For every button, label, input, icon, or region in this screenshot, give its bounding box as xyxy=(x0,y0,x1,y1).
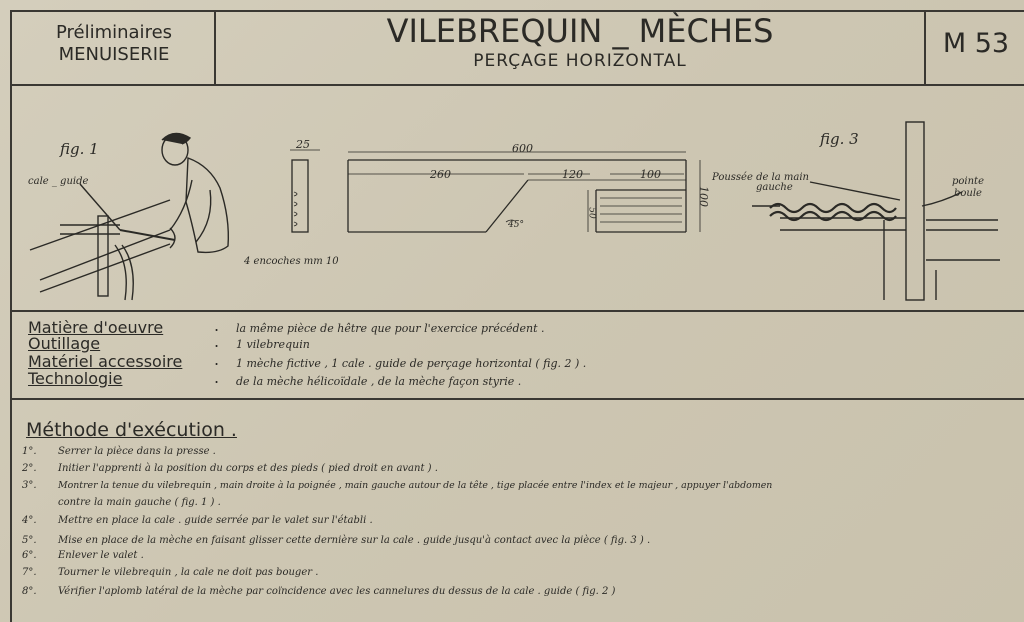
header-section-label: Préliminaires MENUISERIE xyxy=(14,22,214,66)
info-value-materiel: 1 mèche fictive , 1 cale . guide de perç… xyxy=(236,357,587,370)
info-dot: . xyxy=(214,368,220,387)
fig2-dim-45deg: 45° xyxy=(508,220,524,230)
fig3-callout-right-1: pointe xyxy=(952,176,984,187)
step-text: Vérifier l'aplomb latéral de la mèche pa… xyxy=(58,586,616,597)
step-number: 8°. xyxy=(22,586,37,597)
info-dot: . xyxy=(214,316,220,335)
fig3-drawing xyxy=(752,121,1000,301)
step-text: Initier l'apprenti à la position du corp… xyxy=(58,463,438,474)
fig2-dim-120: 120 xyxy=(562,168,583,181)
info-value-matiere: la même pièce de hêtre que pour l'exerci… xyxy=(236,322,545,335)
fig3-callout-left-1: Poussée de la main xyxy=(712,172,809,183)
figures-bottom-rule xyxy=(10,310,1024,312)
info-dot: . xyxy=(214,350,220,369)
step-text: Mise en place de la mèche en faisant gli… xyxy=(58,535,651,546)
left-border xyxy=(10,10,12,622)
fig3-callout-left-2: gauche xyxy=(756,182,793,193)
header-divider-left xyxy=(214,10,216,86)
info-label-outillage: Outillage xyxy=(28,334,101,353)
fig2-drawing xyxy=(290,149,701,233)
fig2-dim-50: 50 xyxy=(586,207,597,219)
step-text: Mettre en place la cale . guide serrée p… xyxy=(58,515,373,526)
step-number: 5°. xyxy=(22,535,37,546)
step-number: 1°. xyxy=(22,446,37,457)
fig1-drawing xyxy=(29,132,230,301)
fig2-dim-100-side: 100 xyxy=(697,186,710,207)
fig1-callout: cale _ guide xyxy=(28,176,89,187)
fig2-dim-25: 25 xyxy=(296,138,310,151)
fig2-dim-100-top: 100 xyxy=(640,168,661,181)
info-label-materiel: Matériel accessoire xyxy=(28,352,183,371)
sheet-code: M 53 xyxy=(942,28,1010,59)
header-divider-right xyxy=(924,10,926,86)
info-bottom-rule xyxy=(10,398,1024,400)
fig3-label: fig. 3 xyxy=(820,130,859,148)
step-number: 7°. xyxy=(22,567,37,578)
step-number: 4°. xyxy=(22,515,37,526)
header-left-line2: MENUISERIE xyxy=(58,44,170,65)
fig1-label: fig. 1 xyxy=(60,140,99,158)
header-bottom-rule xyxy=(10,84,1024,86)
info-label-matiere: Matière d'oeuvre xyxy=(28,318,164,337)
step-text: Montrer la tenue du vilebrequin , main d… xyxy=(58,480,773,491)
step-text: Enlever le valet . xyxy=(58,550,144,561)
info-label-technologie: Technologie xyxy=(28,369,123,388)
page-title: VILEBREQUIN _ MÈCHES xyxy=(386,12,774,50)
info-value-outillage: 1 vilebrequin xyxy=(236,338,310,351)
step-number: 6°. xyxy=(22,550,37,561)
fig2-dim-260: 260 xyxy=(430,168,451,181)
fig3-callout-right-2: boule xyxy=(954,188,982,199)
step-number: 3°. xyxy=(22,480,37,491)
top-border xyxy=(10,10,1024,12)
fig2-note: 4 encoches mm 10 xyxy=(244,256,339,267)
step-number: 2°. xyxy=(22,463,37,474)
step-text: Serrer la pièce dans la presse . xyxy=(58,446,216,457)
header-left-line1: Préliminaires xyxy=(55,22,173,43)
step-text-continued: contre la main gauche ( fig. 1 ) . xyxy=(58,497,221,508)
info-dot: . xyxy=(214,332,220,351)
info-value-technologie: de la mèche hélicoïdale , de la mèche fa… xyxy=(236,375,522,388)
page-subtitle: PERÇAGE HORIZONTAL xyxy=(473,51,687,71)
fig2-dim-600: 600 xyxy=(512,142,533,155)
method-title: Méthode d'exécution . xyxy=(26,419,237,441)
step-text: Tourner le vilebrequin , la cale ne doit… xyxy=(58,567,319,578)
